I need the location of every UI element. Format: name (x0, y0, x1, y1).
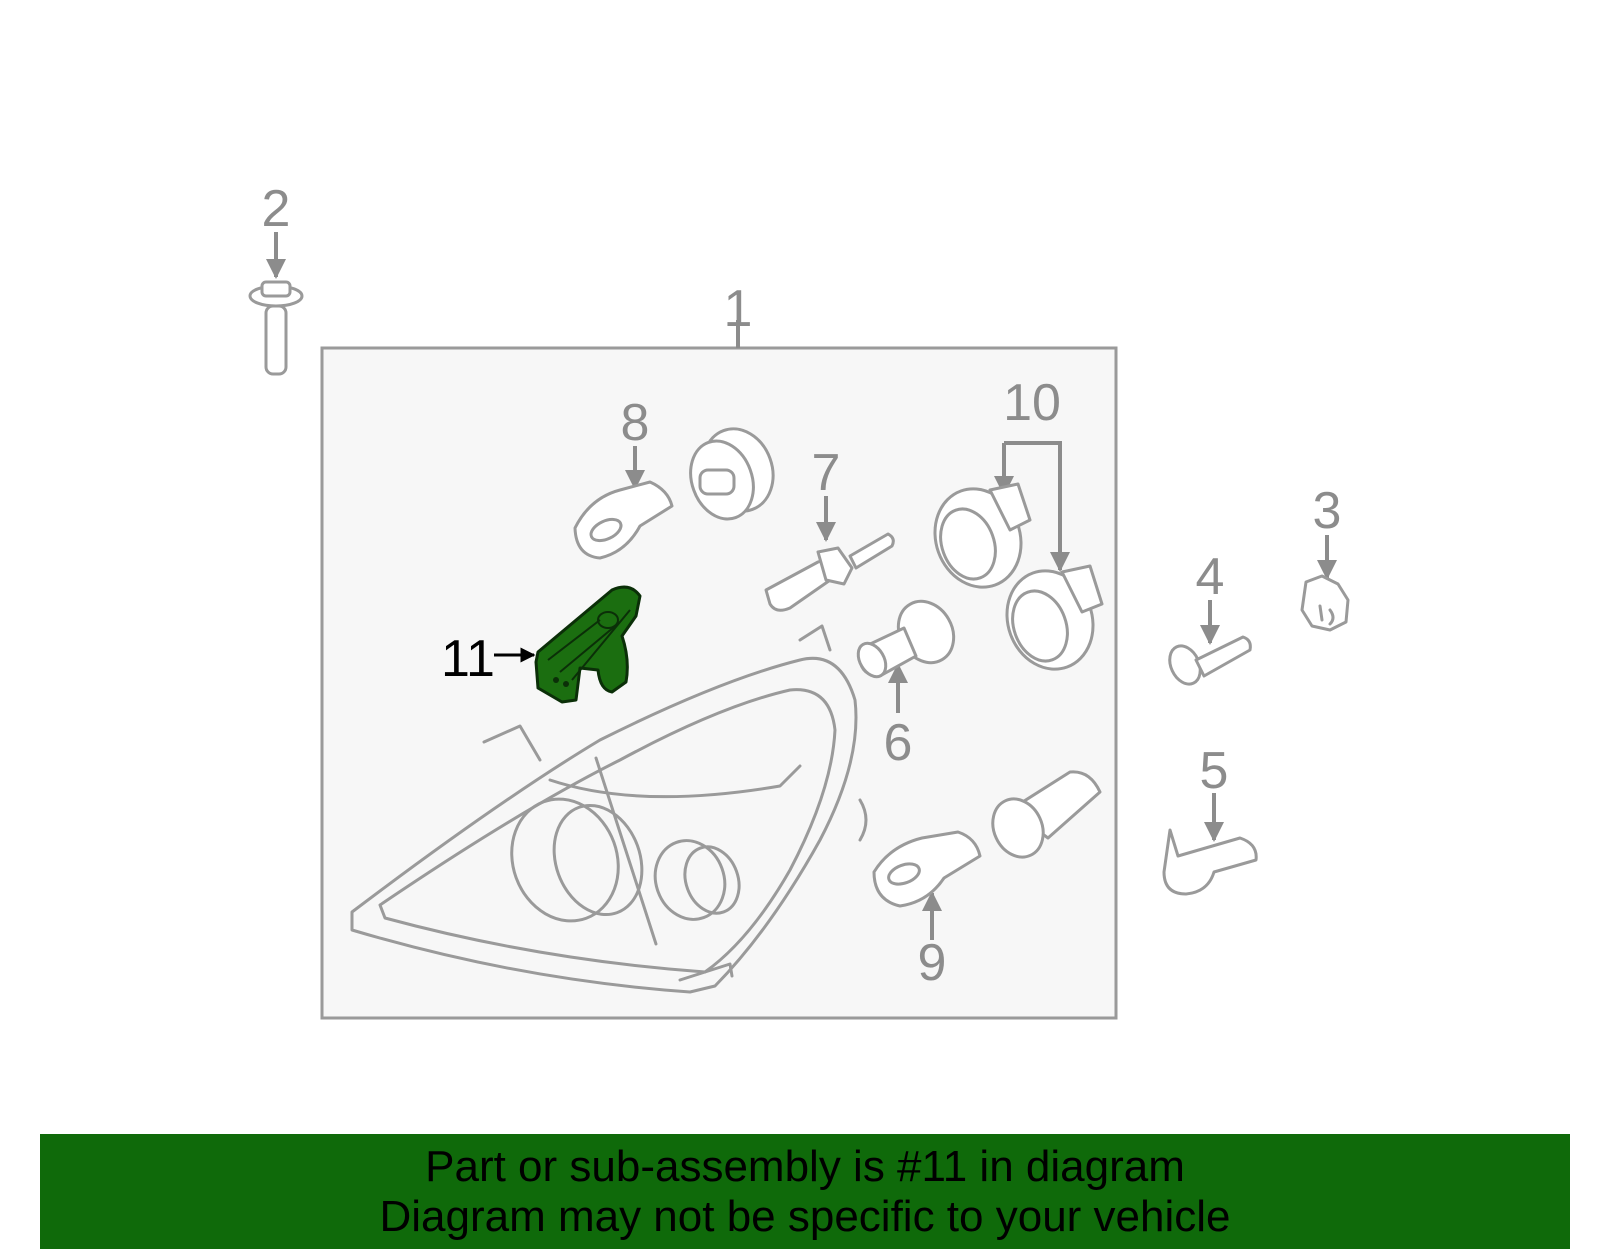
banner-line-2: Diagram may not be specific to your vehi… (379, 1192, 1231, 1241)
callout-3: 3 (1313, 482, 1342, 540)
callout-11: 11 (441, 630, 495, 688)
callout-4: 4 (1196, 548, 1225, 606)
callout-1: 1 (724, 280, 753, 338)
callout-10: 10 (1003, 374, 1061, 432)
callout-9: 9 (918, 934, 947, 992)
part-7-halogen-bulb (764, 496, 895, 612)
callout-7: 7 (812, 444, 841, 502)
part-6-bulb (856, 599, 956, 713)
part-9-bulb (872, 830, 982, 940)
callout-8: 8 (621, 394, 650, 452)
part-3-clip (1300, 535, 1350, 632)
part-10-caps (933, 441, 1104, 671)
callout-2: 2 (262, 180, 291, 238)
info-banner: Part or sub-assembly is #11 in diagram D… (40, 1134, 1570, 1249)
banner-line-1: Part or sub-assembly is #11 in diagram (425, 1142, 1185, 1191)
socket-upper (689, 427, 775, 521)
part-8-bulb (573, 446, 674, 560)
headlamp-housing (350, 624, 868, 994)
callout-6: 6 (884, 714, 913, 772)
part-5-bracket (1162, 793, 1258, 896)
part-4-screw (1168, 600, 1252, 686)
part-2-bolt (248, 232, 304, 376)
callout-5: 5 (1200, 742, 1229, 800)
socket-lower (991, 770, 1102, 859)
part-11-highlighted-socket (494, 585, 642, 704)
